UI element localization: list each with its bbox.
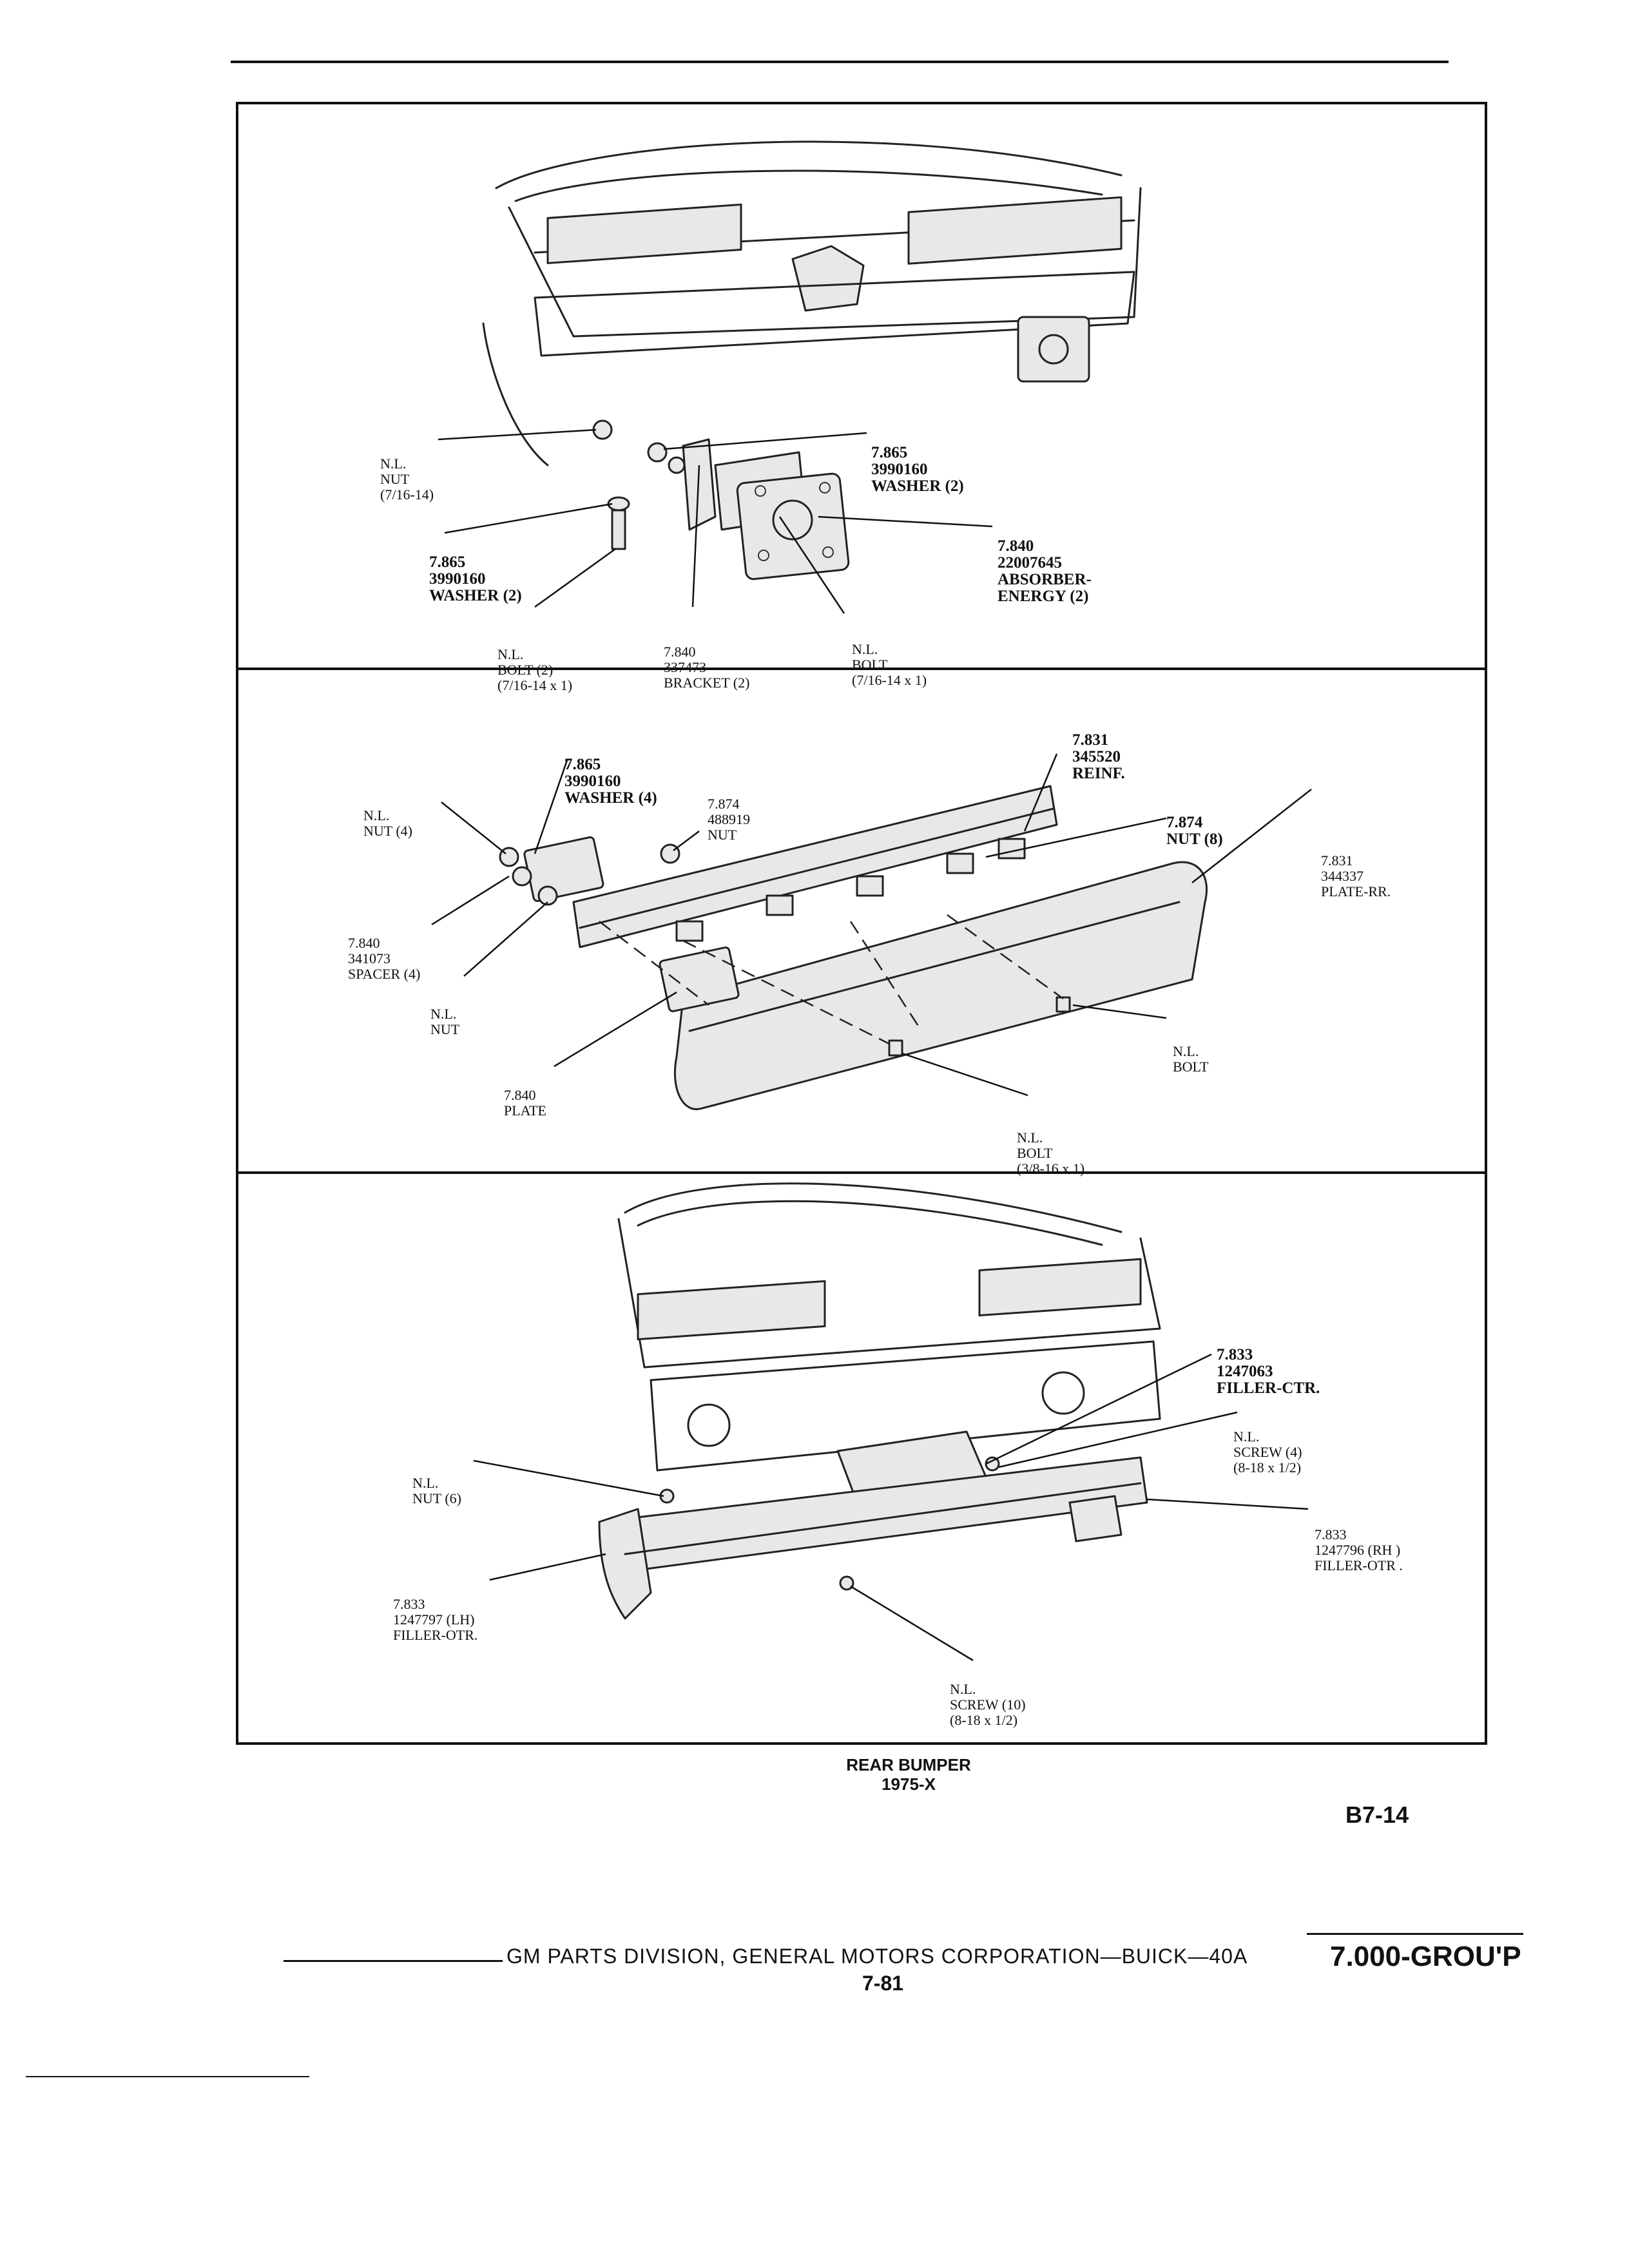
label-bolt-left: N.L.BOLT (2)(7/16-14 x 1): [497, 646, 573, 693]
footer-page-number: 7-81: [862, 1972, 904, 1995]
caption-title: REAR BUMPER: [846, 1755, 971, 1774]
absorber-illustration: [438, 140, 1142, 614]
footer-company: GM PARTS DIVISION, GENERAL MOTORS CORPOR…: [506, 1945, 1248, 1968]
label-screw-4: N.L.SCREW (4)(8-18 x 1/2): [1233, 1428, 1302, 1475]
footer-group: 7.000-GROU'P: [1330, 1941, 1521, 1972]
fillers-illustration: [473, 1182, 1309, 1662]
footer-rule-right: [1307, 1933, 1523, 1935]
label-nut-6: N.L.NUT (6): [412, 1475, 461, 1506]
figure-frame: [236, 102, 1487, 1745]
label-nut-top: N.L.NUT(7/16-14): [380, 456, 434, 503]
caption-subtitle: 1975-X: [882, 1774, 936, 1794]
top-rule: [231, 61, 1449, 63]
bottom-rule: [26, 2076, 309, 2077]
figure-caption: REAR BUMPER 1975-X: [773, 1755, 1044, 1794]
panel-divider-2: [236, 1171, 1487, 1174]
label-bolt-plain: N.L.BOLT: [1173, 1043, 1209, 1075]
label-nut-plain: N.L.NUT: [430, 1006, 460, 1037]
footer-rule-left: [284, 1960, 503, 1962]
label-screw-10: N.L.SCREW (10)(8-18 x 1/2): [950, 1681, 1026, 1728]
panel-divider-1: [236, 668, 1487, 670]
label-bolt-right: N.L.BOLT(7/16-14 x 1): [852, 641, 927, 688]
label-bolt-3-8: N.L.BOLT(3/8-16 x 1): [1017, 1129, 1085, 1177]
page-code: B7-14: [1345, 1802, 1409, 1828]
label-nut-4: N.L.NUT (4): [363, 807, 412, 839]
bumper-plate-illustration: [431, 753, 1312, 1110]
